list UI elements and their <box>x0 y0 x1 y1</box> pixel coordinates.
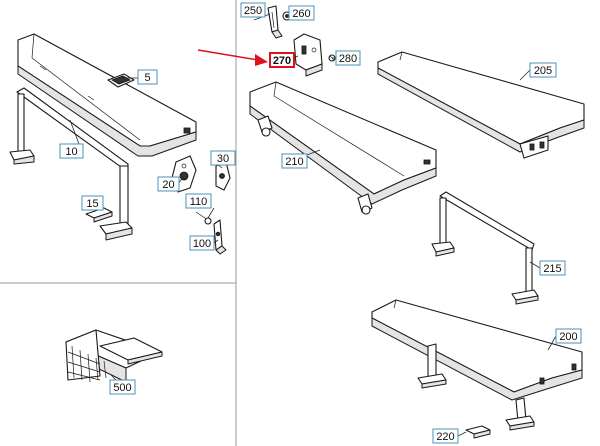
part-500-storage-basket <box>65 329 163 383</box>
callout-210-label: 210 <box>285 156 303 168</box>
callout-110-label: 110 <box>190 196 208 208</box>
part-210-shelf <box>249 81 437 215</box>
part-110-screw <box>195 211 212 225</box>
callout-220-label: 220 <box>436 431 454 443</box>
part-250-hook <box>267 5 283 39</box>
part-215-bracket-frame <box>431 191 539 305</box>
callout-200[interactable]: 200 <box>555 328 582 344</box>
callout-215-label: 215 <box>543 263 561 275</box>
callout-250[interactable]: 250 <box>240 2 266 18</box>
part-205-panel <box>377 51 585 159</box>
callout-270-label: 270 <box>273 55 291 67</box>
callout-205-label: 205 <box>534 65 552 77</box>
callout-220[interactable]: 220 <box>432 428 459 444</box>
callout-110[interactable]: 110 <box>185 193 212 209</box>
callout-5-label: 5 <box>144 72 150 84</box>
callout-500-label: 500 <box>113 382 131 394</box>
callout-30-label: 30 <box>217 153 229 165</box>
callout-5[interactable]: 5 <box>137 69 158 85</box>
callout-205[interactable]: 205 <box>529 62 557 78</box>
callout-215[interactable]: 215 <box>539 260 566 276</box>
callout-100[interactable]: 100 <box>189 235 215 251</box>
part-10-bracket-frame <box>9 87 133 241</box>
callout-210[interactable]: 210 <box>281 153 308 169</box>
callout-260[interactable]: 260 <box>288 5 315 21</box>
callout-500[interactable]: 500 <box>109 379 136 395</box>
part-30-clip <box>215 161 231 191</box>
callout-280-label: 280 <box>339 53 357 65</box>
part-100-latch <box>213 219 227 255</box>
callout-10-label: 10 <box>65 146 77 158</box>
highlight-arrow <box>197 49 268 66</box>
part-220-foot-pad <box>465 425 491 439</box>
callout-20[interactable]: 20 <box>157 176 180 192</box>
callout-30[interactable]: 30 <box>210 150 236 166</box>
callout-15[interactable]: 15 <box>81 195 104 211</box>
callout-280[interactable]: 280 <box>335 50 361 66</box>
callout-200-label: 200 <box>559 331 577 343</box>
callout-15-label: 15 <box>86 198 98 210</box>
part-270-holder-bracket <box>293 33 323 77</box>
callout-260-label: 260 <box>292 8 310 20</box>
part-5-cover-panel <box>17 33 197 157</box>
part-200-shelf-assembly <box>371 299 583 431</box>
callout-270-highlighted[interactable]: 270 <box>269 52 295 68</box>
callout-20-label: 20 <box>162 179 174 191</box>
callout-100-label: 100 <box>193 238 211 250</box>
callout-10[interactable]: 10 <box>59 143 84 159</box>
callout-250-label: 250 <box>244 5 262 17</box>
